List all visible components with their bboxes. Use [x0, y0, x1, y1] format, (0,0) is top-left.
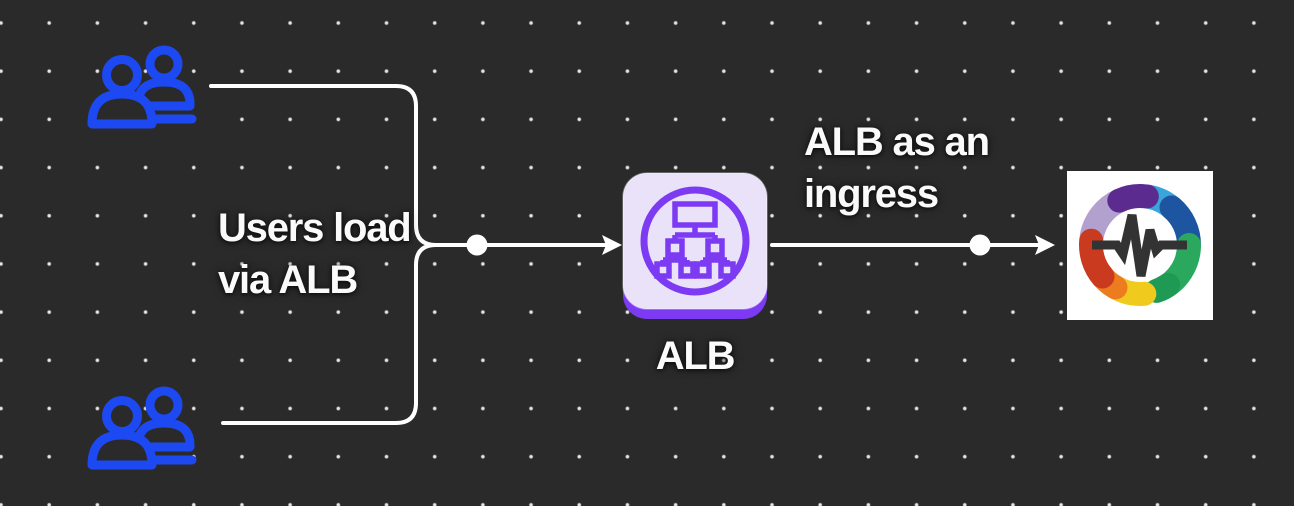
- app-logo-node[interactable]: [1067, 171, 1213, 320]
- users-icon: [87, 386, 197, 470]
- users-load-label-line1: Users load: [218, 206, 412, 250]
- connector-top-branch[interactable]: [209, 84, 438, 247]
- users-node-bottom[interactable]: [87, 385, 198, 470]
- users-node-top[interactable]: [87, 44, 198, 129]
- users-load-label[interactable]: Users load via ALB: [218, 202, 412, 306]
- alb-ingress-label[interactable]: ALB as an ingress: [804, 116, 990, 220]
- health-pulse-icon: [1067, 171, 1213, 320]
- merge-connector-users-to-alb[interactable]: [209, 84, 608, 425]
- connector-dot[interactable]: [969, 234, 991, 256]
- alb-ingress-label-line1: ALB as an: [804, 120, 990, 164]
- users-icon: [87, 45, 197, 129]
- load-balancer-icon: [622, 172, 768, 319]
- connector-bottom-branch[interactable]: [221, 243, 438, 425]
- alb-node[interactable]: [619, 171, 771, 324]
- arrowhead-icon: [1035, 235, 1055, 255]
- alb-caption[interactable]: ALB: [655, 334, 736, 378]
- arrowhead-icon: [602, 235, 622, 255]
- users-load-label-line2: via ALB: [218, 258, 358, 302]
- connector-dot[interactable]: [466, 234, 488, 256]
- alb-ingress-label-line2: ingress: [804, 172, 939, 216]
